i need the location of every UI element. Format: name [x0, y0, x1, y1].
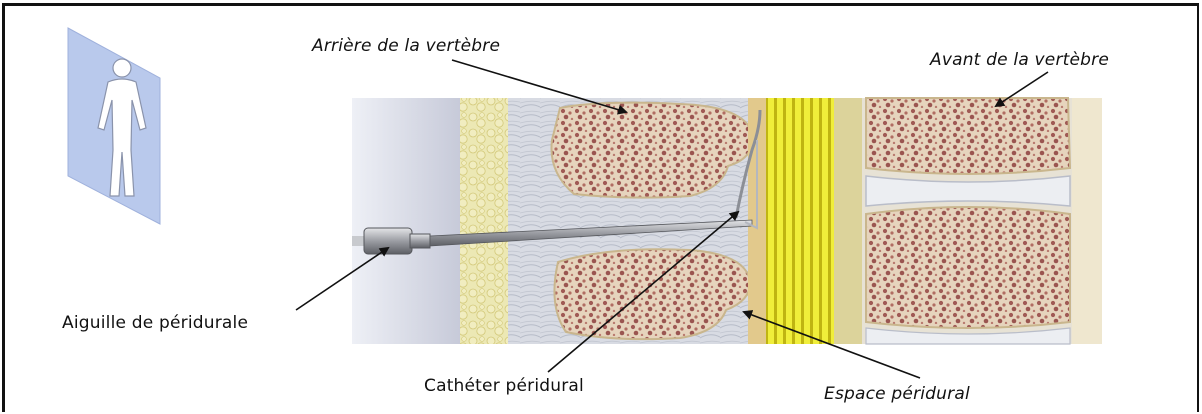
- label-catheter: Cathéter péridural: [424, 376, 584, 396]
- spinal-cord: [766, 98, 834, 344]
- label-posterior-vertebra: Arrière de la vertèbre: [312, 36, 500, 56]
- subcutaneous-fat: [460, 98, 508, 344]
- label-needle: Aiguille de péridurale: [62, 313, 248, 333]
- anterior-vertebra-lower: [866, 207, 1070, 328]
- human-figure-sagittal-plane-icon: [68, 28, 160, 224]
- anterior-vertebra-upper: [866, 98, 1070, 174]
- label-epidural-space: Espace péridural: [824, 384, 970, 404]
- label-anterior-vertebra: Avant de la vertèbre: [930, 50, 1109, 70]
